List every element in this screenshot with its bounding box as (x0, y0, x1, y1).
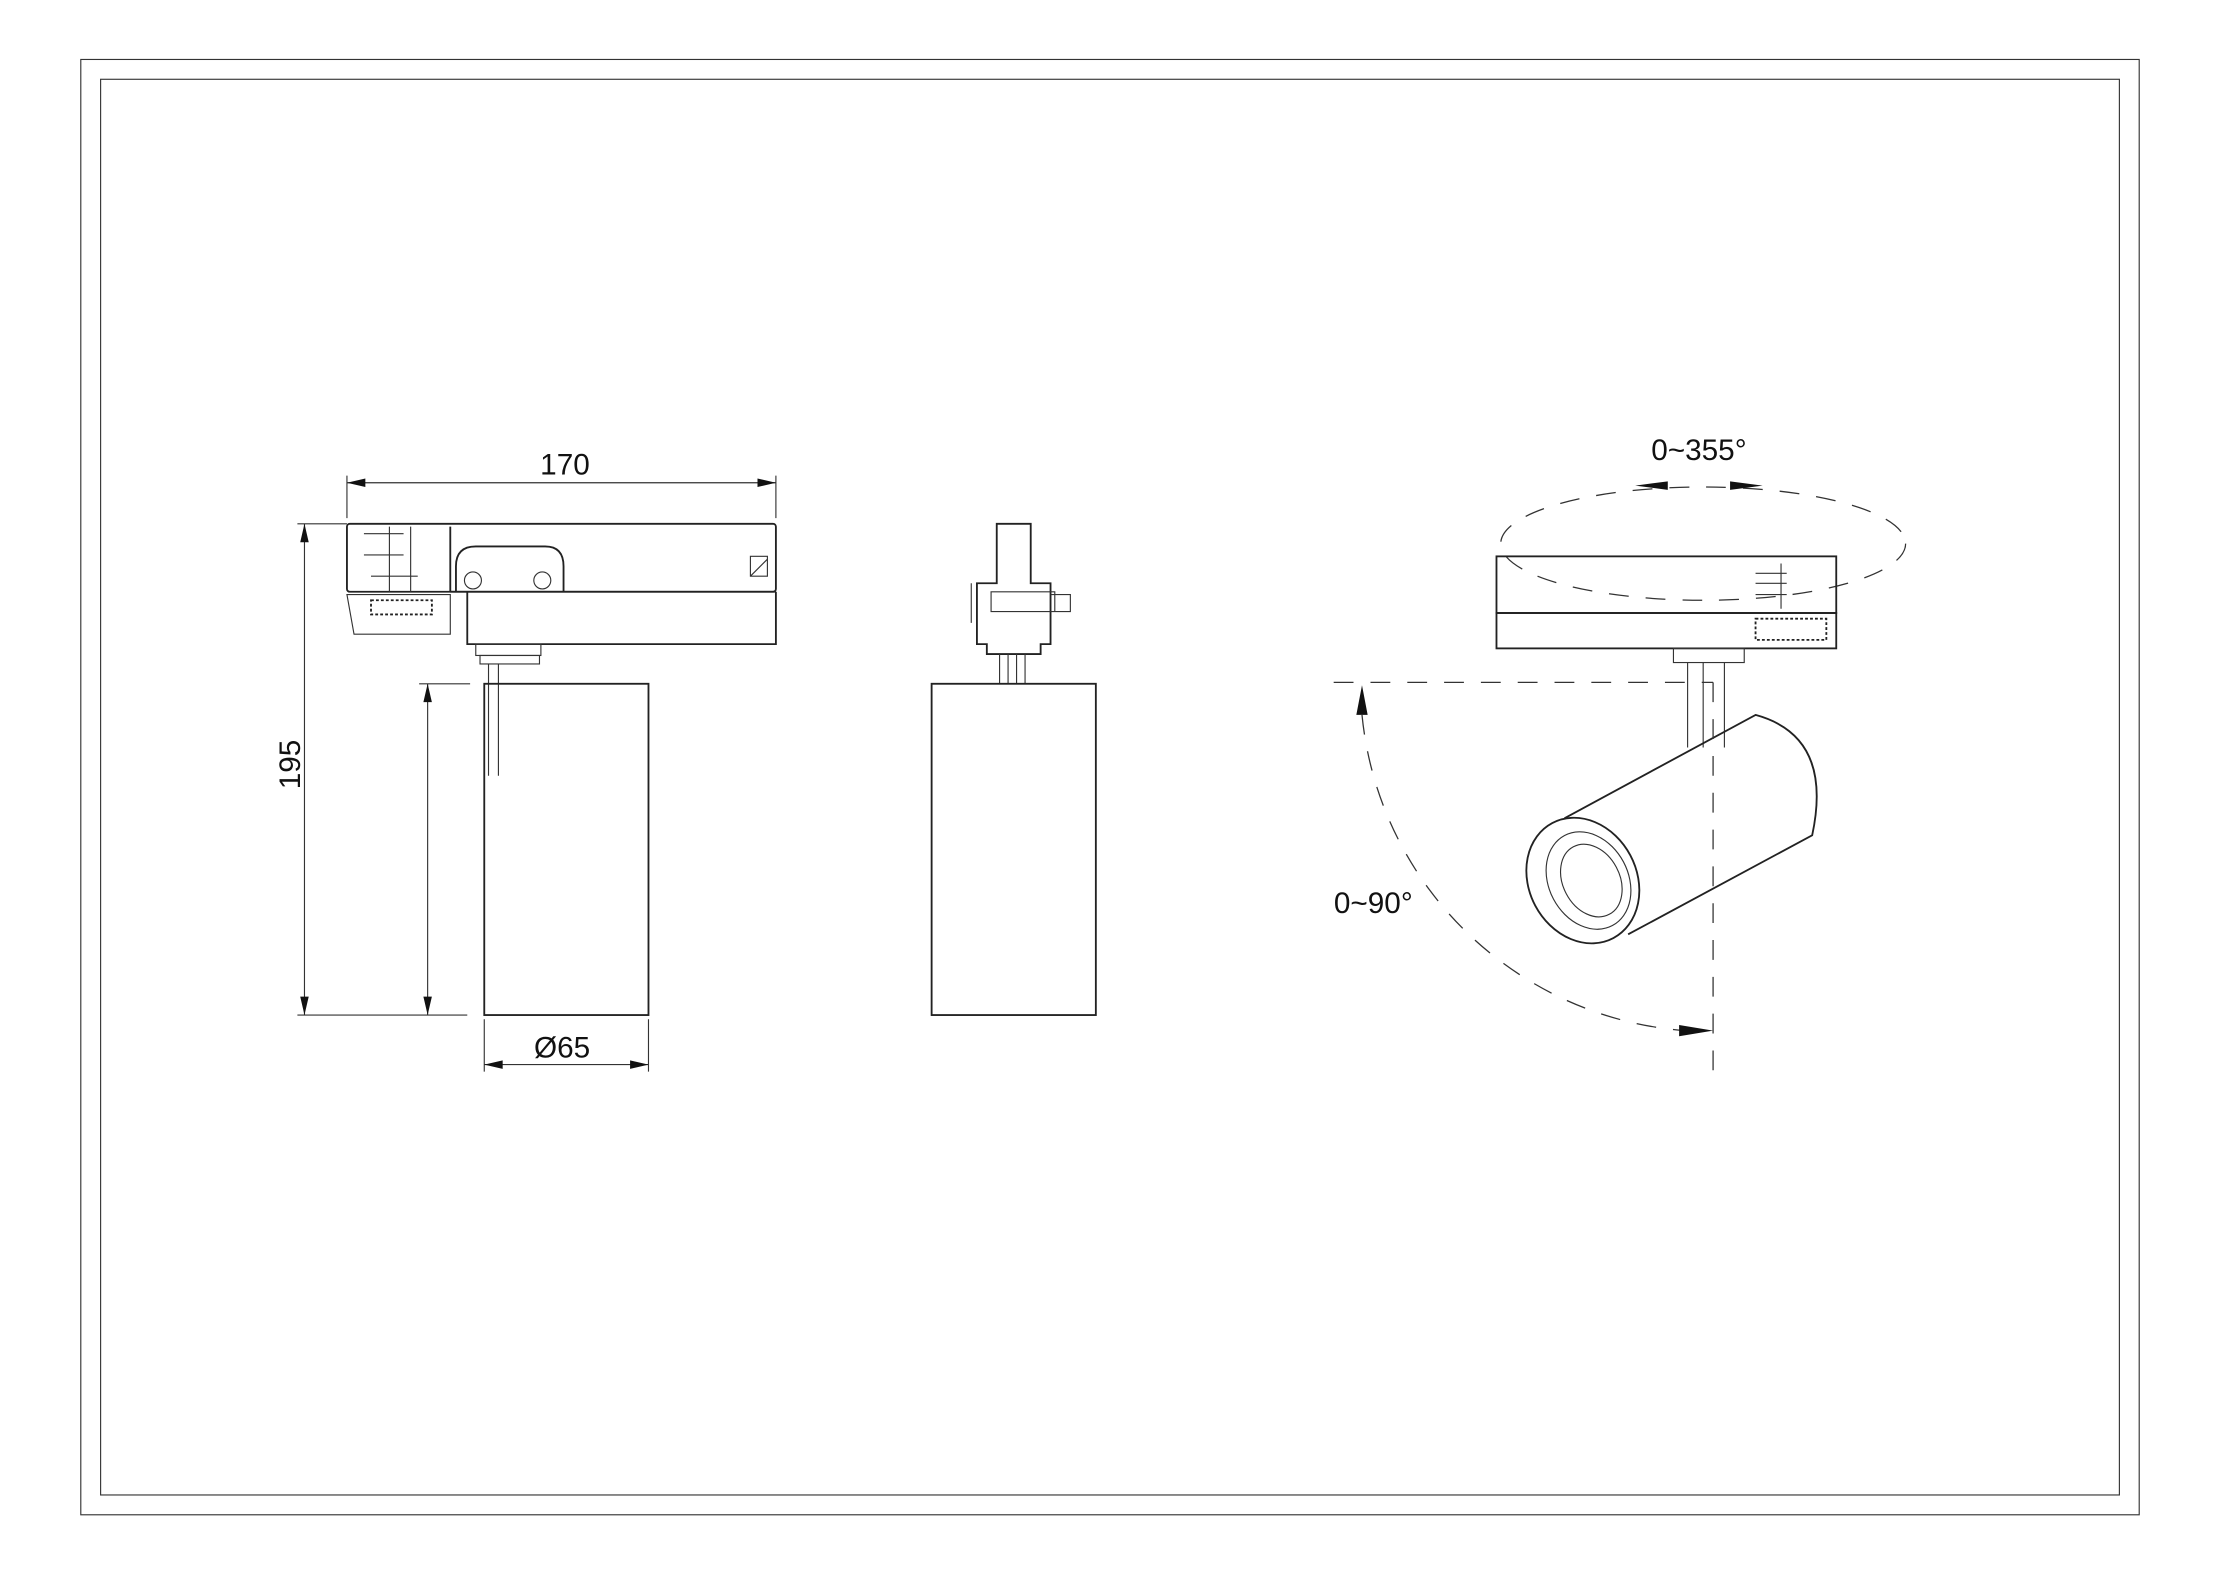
reference-axes (1333, 681, 1714, 1072)
diameter-label: Ø65 (534, 1032, 590, 1065)
diameter-dimension-line (483, 1019, 650, 1072)
tilt-label: 0~90° (1334, 887, 1413, 920)
height-dimension-line (297, 523, 468, 1016)
width-dimension-line (346, 475, 777, 519)
front-view: 170 195 Ø65 (274, 448, 777, 1072)
rotation-arrows (1635, 481, 1763, 490)
stem (1687, 662, 1725, 748)
side-view (930, 522, 1097, 1016)
inner-frame (100, 78, 2120, 1496)
width-label: 170 (540, 448, 590, 481)
rotation-path (1500, 486, 1907, 601)
rotation-label: 0~355° (1651, 434, 1746, 467)
track-adapter-perspective (1495, 555, 1838, 664)
outer-frame (80, 58, 2140, 1516)
track-adapter (346, 522, 777, 776)
lamp-body-cylinder-side (930, 682, 1097, 1016)
height-label: 195 (274, 740, 307, 790)
tilt-arc (1361, 714, 1685, 1032)
lamp-body-cylinder (483, 682, 650, 1016)
tilted-lamp-body (1525, 713, 1818, 945)
perspective-view: 0~355° 0~90° (1333, 434, 1907, 1072)
